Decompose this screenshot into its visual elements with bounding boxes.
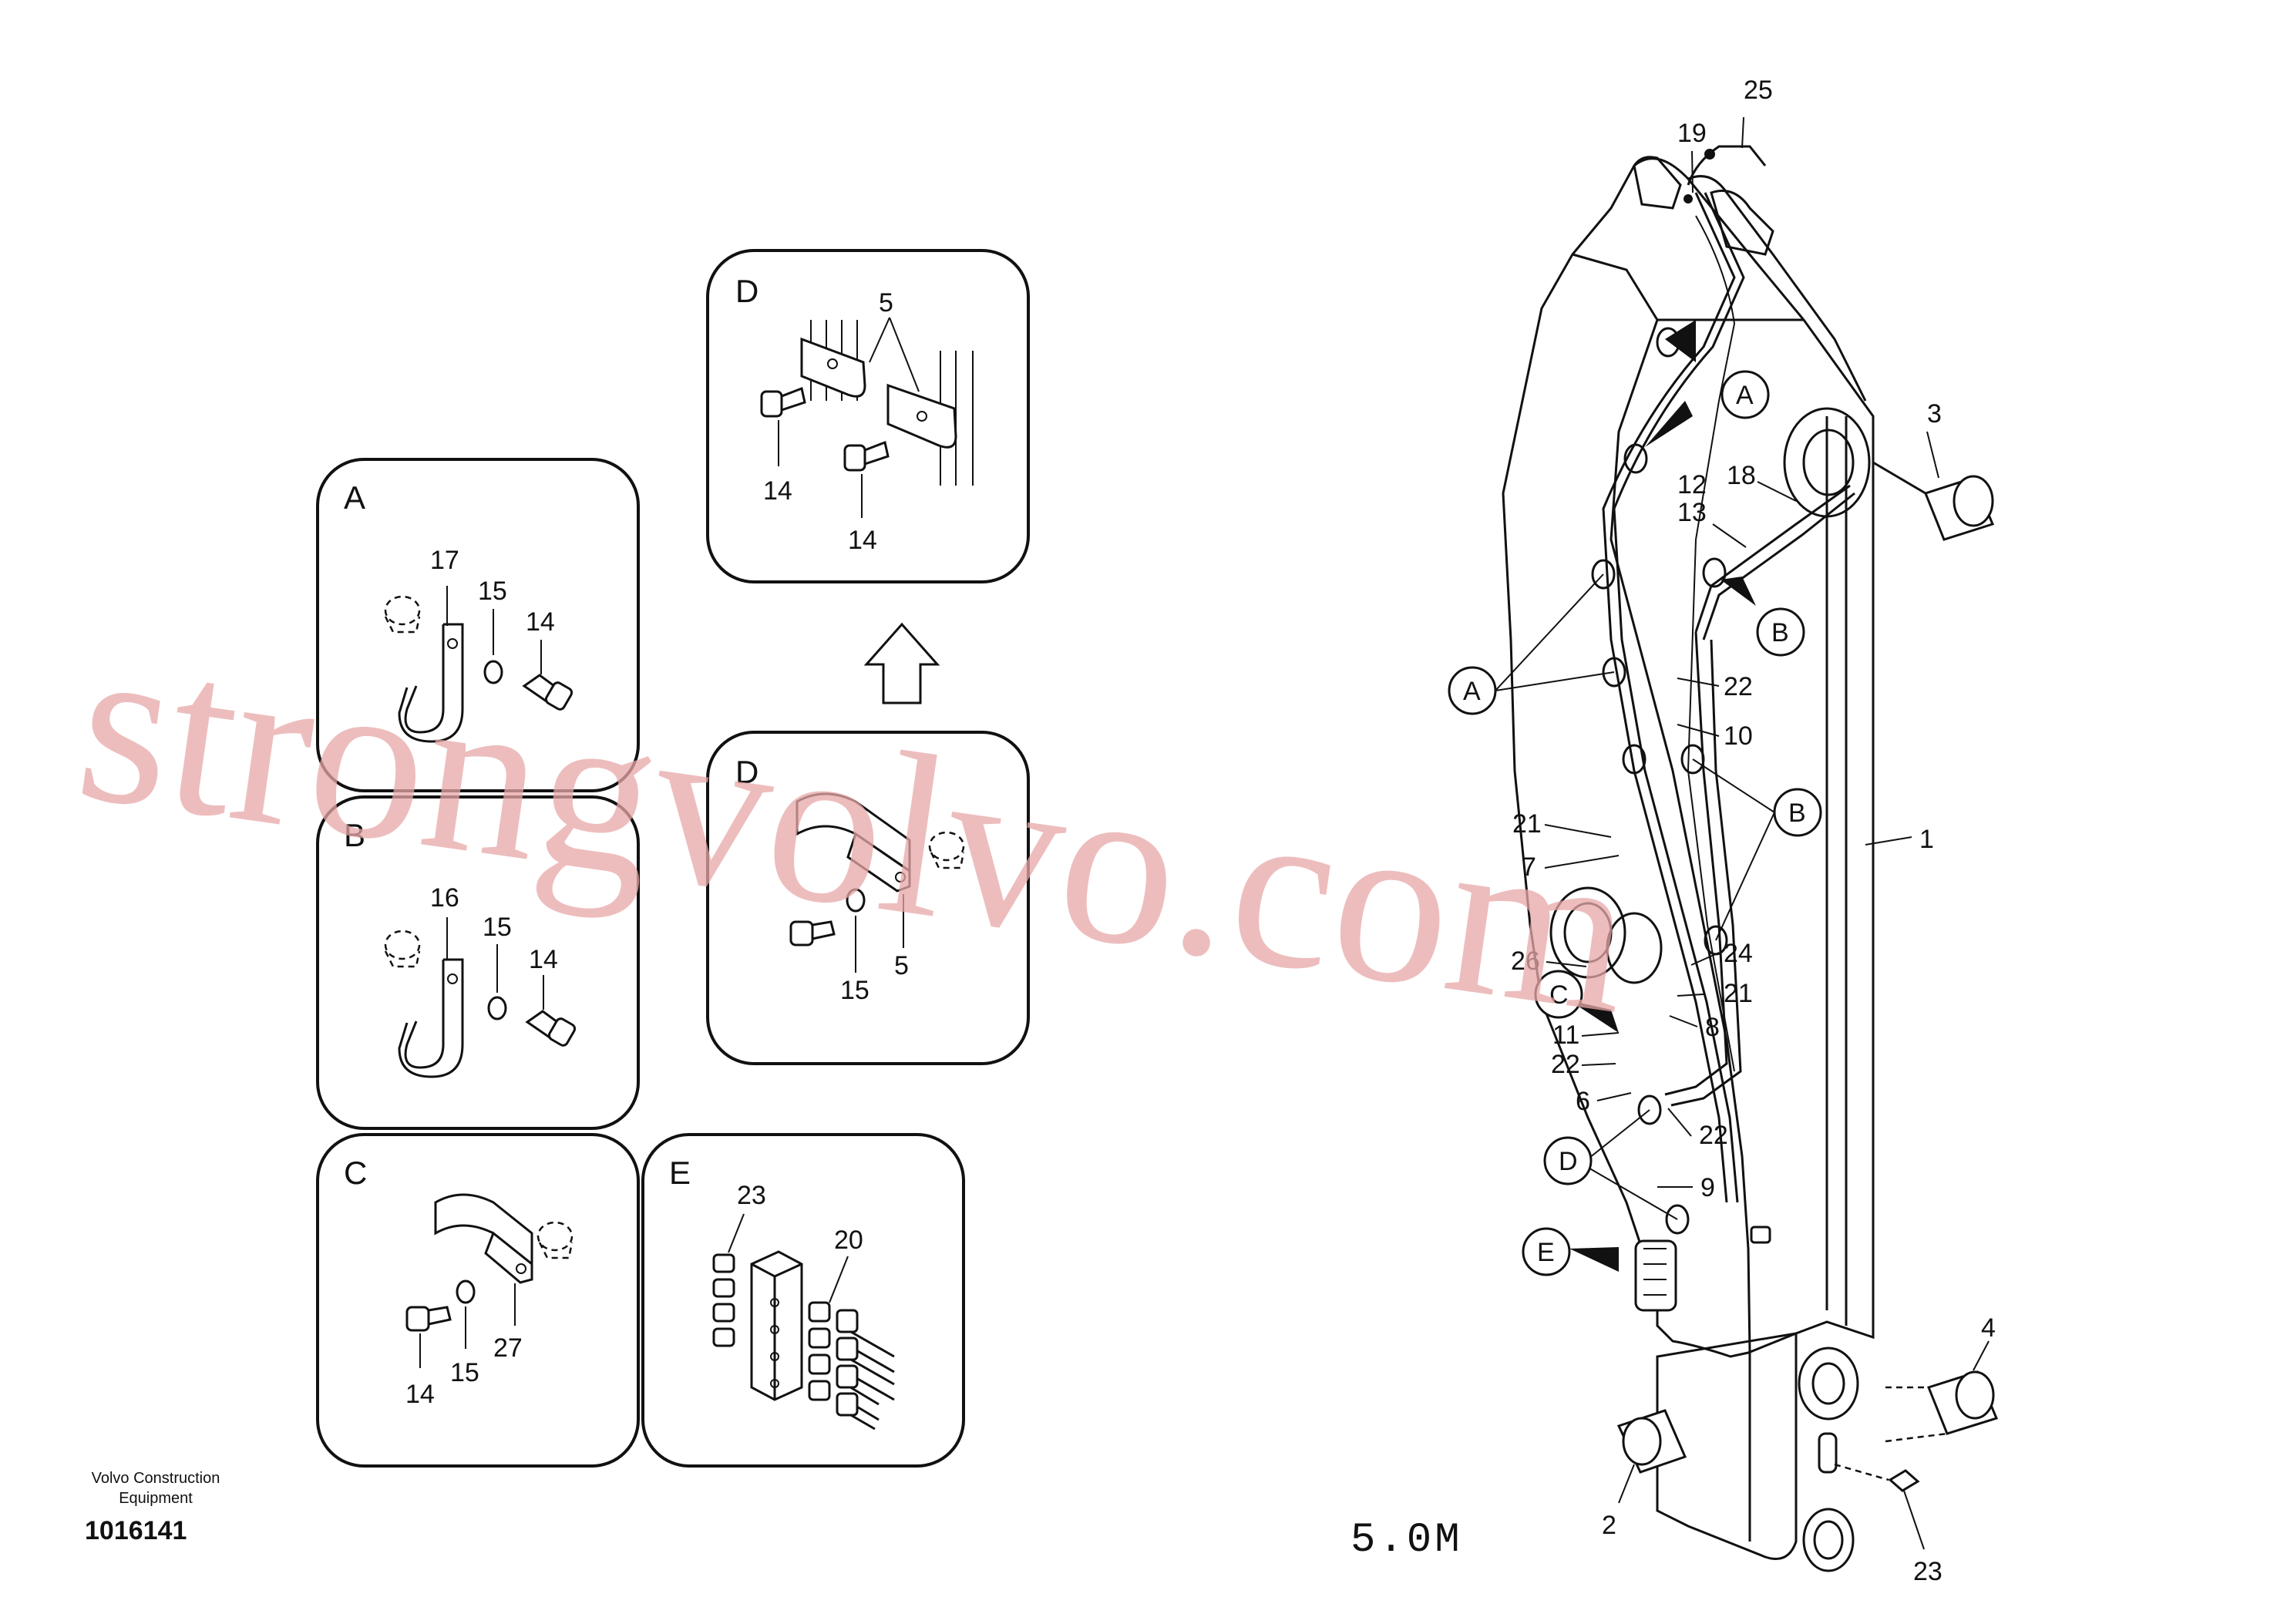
callout-19: 19 (1677, 119, 1707, 148)
brand-line-2: Equipment (119, 1490, 193, 1507)
callout-24: 24 (1724, 939, 1753, 968)
panel-c-label-15: 15 (450, 1358, 479, 1387)
callout-9: 9 (1700, 1173, 1715, 1202)
scale-label: 5.0M (1350, 1517, 1463, 1564)
view-circle-d: D (1543, 1136, 1593, 1185)
panel-d-top-label-14b: 14 (848, 526, 877, 555)
panel-c-label-27: 27 (493, 1333, 523, 1363)
view-circle-c: C (1534, 970, 1583, 1019)
detail-panel-d-mid: D 15 5 (706, 731, 1030, 1065)
detail-panel-e: E 23 (641, 1133, 965, 1468)
panel-a-label-14: 14 (526, 607, 555, 637)
view-circle-c-label: C (1549, 980, 1569, 1010)
panel-d-top-label-14a: 14 (763, 476, 792, 506)
panel-b-label-16: 16 (430, 883, 459, 913)
callout-4: 4 (1981, 1313, 1996, 1343)
callout-25: 25 (1744, 76, 1773, 105)
panel-c-title: C (344, 1155, 367, 1191)
callout-11: 11 (1552, 1020, 1579, 1050)
view-circle-a-left: A (1448, 666, 1497, 715)
detail-panel-c: C 14 15 27 (316, 1133, 640, 1468)
callout-22-top: 22 (1724, 672, 1753, 701)
panel-e-label-20: 20 (834, 1226, 863, 1255)
panel-c-label-14: 14 (405, 1380, 435, 1409)
callout-10: 10 (1724, 721, 1753, 751)
panel-e-label-23: 23 (737, 1181, 766, 1210)
view-circle-d-label: D (1559, 1147, 1578, 1176)
callout-26: 26 (1511, 946, 1540, 976)
callout-13: 13 (1677, 498, 1707, 527)
callout-18: 18 (1727, 461, 1756, 490)
callout-23: 23 (1913, 1557, 1942, 1586)
view-circle-a-top: A (1720, 370, 1770, 419)
callout-22-bottom: 22 (1699, 1121, 1728, 1150)
view-circle-b-right-label: B (1788, 799, 1806, 828)
panel-a-label-15: 15 (478, 577, 507, 606)
callout-8: 8 (1705, 1013, 1720, 1042)
panel-d-mid-title: D (735, 754, 758, 790)
panel-d-mid-label-5: 5 (894, 951, 909, 980)
panel-e-title: E (669, 1155, 691, 1191)
view-circle-b-right: B (1773, 788, 1822, 837)
panel-d-top-label-5: 5 (879, 288, 893, 318)
brand-line-1: Volvo Construction (91, 1470, 220, 1487)
footer-brand-block: Volvo Construction Equipment 1016141 (56, 1468, 256, 1546)
callout-6: 6 (1576, 1087, 1590, 1116)
panel-d-top-title: D (735, 273, 758, 309)
view-circle-e: E (1522, 1227, 1571, 1276)
panel-b-label-14: 14 (529, 945, 558, 974)
detail-panel-a: A 17 15 14 (316, 458, 640, 792)
callout-12: 12 (1677, 470, 1707, 499)
callout-21-right: 21 (1724, 979, 1753, 1008)
detail-panel-b: B 16 15 14 (316, 795, 640, 1130)
panel-d-mid-label-15: 15 (840, 976, 870, 1005)
callout-21-left: 21 (1512, 809, 1542, 839)
view-circle-a-top-label: A (1736, 381, 1754, 410)
detail-panel-d-top: D 5 14 14 (706, 249, 1030, 583)
panel-b-label-15: 15 (483, 913, 512, 942)
view-circle-a-left-label: A (1463, 677, 1481, 706)
callout-22-left: 22 (1551, 1050, 1580, 1079)
panel-b-title: B (344, 817, 365, 853)
panel-a-title: A (344, 479, 365, 516)
excavator-arm-assembly: A B A B C D E 25 19 3 18 12 (1448, 76, 1999, 1586)
view-circle-e-label: E (1537, 1238, 1555, 1267)
callout-2: 2 (1602, 1511, 1616, 1540)
callout-7: 7 (1522, 852, 1536, 882)
panel-a-label-17: 17 (430, 546, 459, 575)
callout-1: 1 (1919, 825, 1934, 854)
view-direction-arrow (863, 622, 940, 704)
view-circle-b-top: B (1756, 607, 1805, 657)
part-number: 1016141 (85, 1516, 187, 1545)
view-circle-b-top-label: B (1771, 618, 1789, 647)
callout-3: 3 (1927, 399, 1942, 429)
